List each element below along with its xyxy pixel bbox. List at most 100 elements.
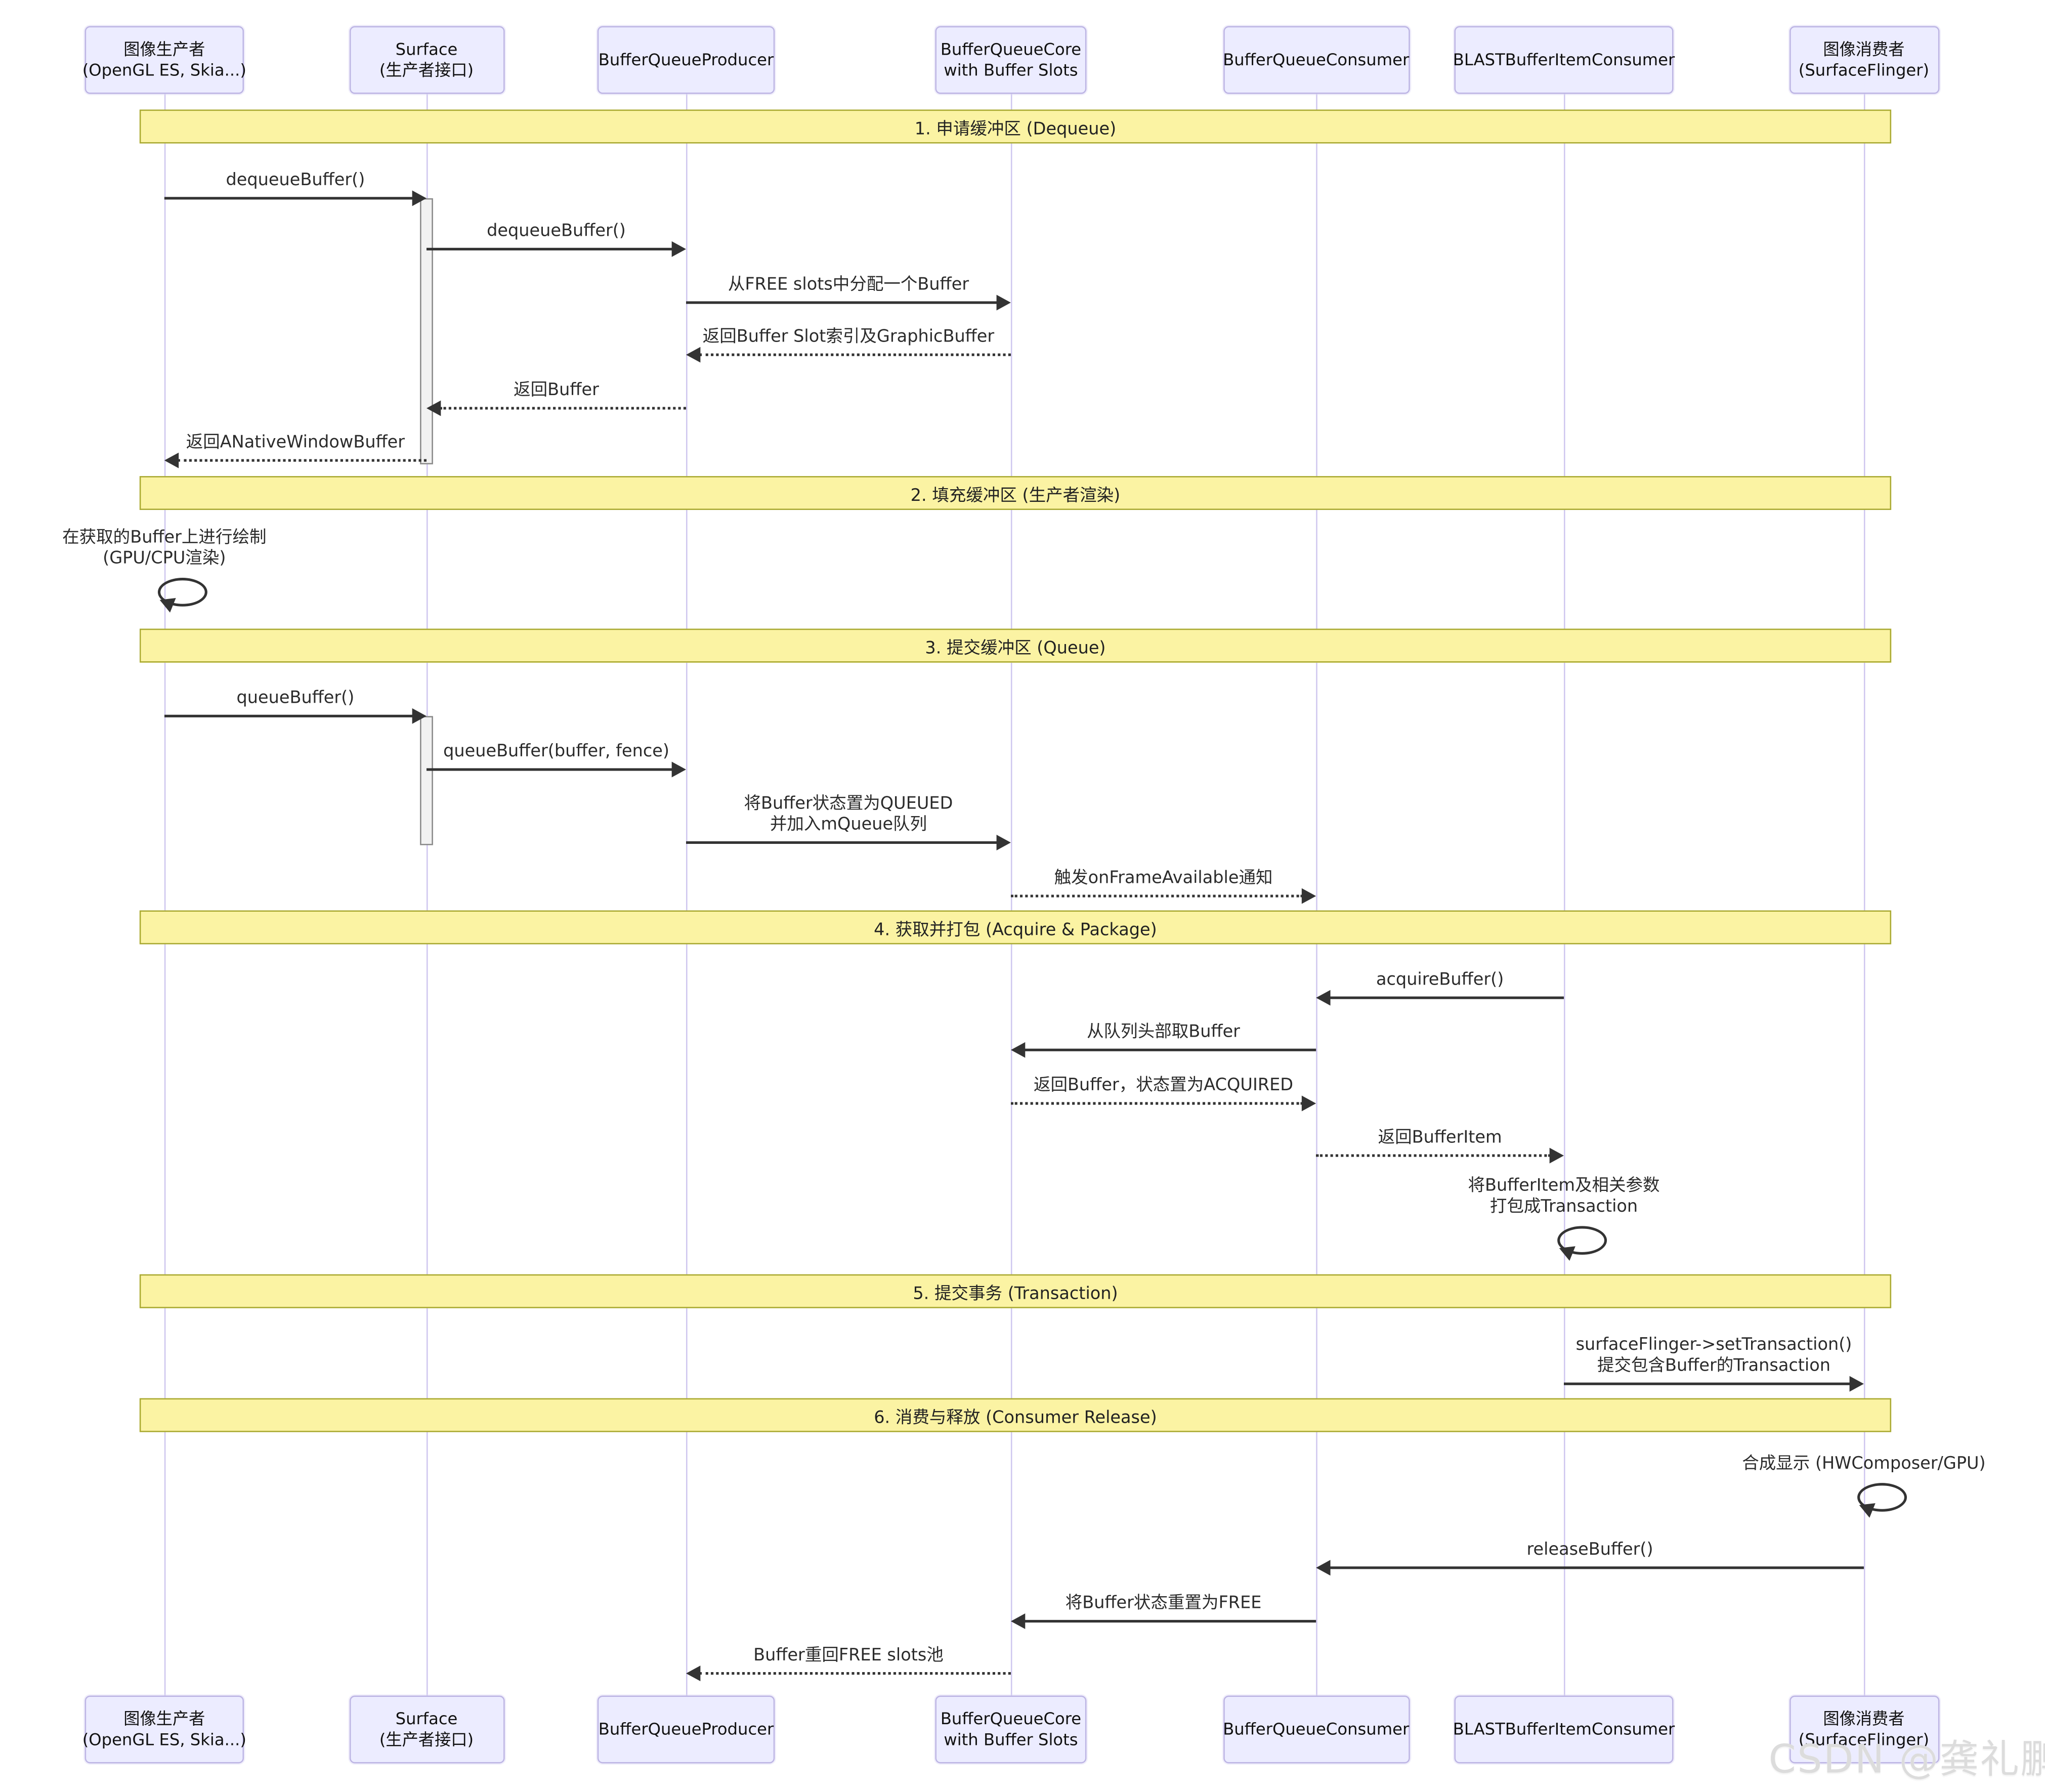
actor-label-line: BufferQueueConsumer xyxy=(1223,49,1410,69)
actor-top-buffer-queue-consumer: BufferQueueConsumer xyxy=(1222,26,1410,94)
actor-label-line: (SurfaceFlinger) xyxy=(1798,1729,1930,1750)
message-19-arrowhead xyxy=(1316,1560,1331,1576)
lifeline-image-producer xyxy=(163,94,165,1696)
section-band-1: 1. 申请缓冲区 (Dequeue) xyxy=(139,109,1892,144)
message-18-label: 合成显示 (HWComposer/GPU) xyxy=(1603,1454,2045,1475)
message-text-line: releaseBuffer() xyxy=(1526,1540,1653,1560)
actor-label-line: Surface xyxy=(395,39,458,59)
actor-label-line: (SurfaceFlinger) xyxy=(1798,60,1930,80)
csdn-watermark: CSDN @龚礼鹏 xyxy=(1768,1737,2045,1783)
message-17-line xyxy=(1564,1382,1851,1385)
message-16-self-loop xyxy=(1557,1226,1607,1255)
actor-bottom-image-producer: 图像生产者(OpenGL ES, Skia...) xyxy=(82,1695,246,1764)
section-band-3: 3. 提交缓冲区 (Queue) xyxy=(139,628,1892,663)
message-2-line xyxy=(427,247,673,250)
actor-bottom-buffer-queue-consumer: BufferQueueConsumer xyxy=(1222,1695,1410,1764)
message-12-label: acquireBuffer() xyxy=(1179,970,1701,991)
message-text-line: 提交包含Buffer的Transaction xyxy=(1597,1356,1830,1376)
lifeline-buffer-queue-producer xyxy=(685,94,687,1696)
message-11-line xyxy=(1010,894,1303,898)
message-21-line xyxy=(699,1672,1011,1675)
message-1-label: dequeueBuffer() xyxy=(34,171,556,192)
lifeline-buffer-queue-core xyxy=(1010,94,1012,1696)
message-6-label: 返回ANativeWindowBuffer xyxy=(34,433,556,454)
section-band-2: 2. 填充缓冲区 (生产者渲染) xyxy=(139,476,1892,510)
actor-label-line: BufferQueueCore xyxy=(940,39,1082,59)
message-9-label: queueBuffer(buffer, fence) xyxy=(295,742,817,763)
message-13-line xyxy=(1024,1048,1316,1051)
actor-label-line: (OpenGL ES, Skia...) xyxy=(82,60,246,80)
message-15-line xyxy=(1316,1154,1551,1157)
message-17-label: surfaceFlinger->setTransaction()提交包含Buff… xyxy=(1453,1336,1975,1377)
message-text-line: queueBuffer(buffer, fence) xyxy=(443,742,669,762)
actor-label-line: BufferQueueProducer xyxy=(598,1719,774,1739)
message-20-arrowhead xyxy=(1010,1613,1026,1629)
message-text-line: 返回ANativeWindowBuffer xyxy=(186,433,405,453)
message-text-line: dequeueBuffer() xyxy=(487,222,626,241)
message-text-line: acquireBuffer() xyxy=(1376,970,1504,990)
actor-bottom-image-consumer: 图像消费者(SurfaceFlinger) xyxy=(1788,1695,1939,1764)
activation-bar-0 xyxy=(420,198,433,464)
message-4-label: 返回Buffer Slot索引及GraphicBuffer xyxy=(587,327,1109,348)
actor-label-line: Surface xyxy=(395,1709,458,1728)
message-10-line xyxy=(686,841,998,844)
actor-bottom-surface: Surface(生产者接口) xyxy=(349,1695,504,1764)
actor-label-line: BufferQueueProducer xyxy=(598,49,774,69)
message-9-line xyxy=(427,768,673,771)
message-3-arrowhead xyxy=(996,294,1011,311)
lifeline-surface xyxy=(425,94,428,1696)
message-3-line xyxy=(686,301,998,304)
message-10-arrowhead xyxy=(996,834,1011,850)
message-17-arrowhead xyxy=(1849,1376,1864,1392)
message-text-line: 返回Buffer xyxy=(514,380,599,401)
section-band-4: 4. 获取并打包 (Acquire & Package) xyxy=(139,910,1892,945)
message-8-arrowhead xyxy=(412,708,427,724)
message-16-label: 将BufferItem及相关参数打包成Transaction xyxy=(1303,1176,1824,1218)
message-1-line xyxy=(164,197,414,200)
message-21-arrowhead xyxy=(686,1666,701,1682)
message-text-line: 从FREE slots中分配一个Buffer xyxy=(728,275,969,295)
actor-label-line: 图像生产者 xyxy=(123,1709,205,1728)
message-text-line: 返回Buffer，状态置为ACQUIRED xyxy=(1033,1076,1294,1096)
actor-label-line: BLASTBufferItemConsumer xyxy=(1453,1719,1675,1739)
message-15-label: 返回BufferItem xyxy=(1179,1128,1701,1149)
message-18-self-loop xyxy=(1857,1483,1907,1512)
lifeline-image-consumer xyxy=(1863,94,1865,1696)
actor-top-blast-buffer-item-consumer: BLASTBufferItemConsumer xyxy=(1453,26,1675,94)
actor-top-image-consumer: 图像消费者(SurfaceFlinger) xyxy=(1788,26,1939,94)
message-11-arrowhead xyxy=(1301,888,1316,904)
message-12-arrowhead xyxy=(1316,990,1331,1006)
actor-top-image-producer: 图像生产者(OpenGL ES, Skia...) xyxy=(82,26,246,94)
message-20-line xyxy=(1024,1619,1316,1623)
section-band-label: 1. 申请缓冲区 (Dequeue) xyxy=(914,119,1117,139)
actor-bottom-blast-buffer-item-consumer: BLASTBufferItemConsumer xyxy=(1453,1695,1675,1764)
message-text-line: 返回BufferItem xyxy=(1378,1128,1502,1148)
actor-label-line: BufferQueueConsumer xyxy=(1223,1719,1410,1739)
message-6-arrowhead xyxy=(164,452,179,468)
actor-label-line: 图像生产者 xyxy=(123,39,205,59)
section-band-label: 4. 获取并打包 (Acquire & Package) xyxy=(874,920,1157,940)
message-text-line: 合成显示 (HWComposer/GPU) xyxy=(1742,1454,1986,1474)
message-11-label: 触发onFrameAvailable通知 xyxy=(903,869,1424,889)
message-8-label: queueBuffer() xyxy=(34,689,556,709)
actor-label-line: 图像消费者 xyxy=(1823,39,1905,59)
message-text-line: 在获取的Buffer上进行绘制 xyxy=(62,528,267,548)
section-band-label: 3. 提交缓冲区 (Queue) xyxy=(925,638,1106,658)
actor-label-line: (OpenGL ES, Skia...) xyxy=(82,1729,246,1750)
actor-label-line: with Buffer Slots xyxy=(944,1729,1078,1750)
message-text-line: 从队列头部取Buffer xyxy=(1087,1022,1240,1042)
message-15-arrowhead xyxy=(1549,1147,1564,1164)
activation-bar-1 xyxy=(420,716,433,845)
message-text-line: (GPU/CPU渲染) xyxy=(103,549,226,569)
message-4-arrowhead xyxy=(686,347,701,363)
message-3-label: 从FREE slots中分配一个Buffer xyxy=(587,275,1109,296)
message-21-label: Buffer重回FREE slots池 xyxy=(587,1646,1109,1667)
message-12-line xyxy=(1329,996,1564,999)
message-14-line xyxy=(1010,1102,1303,1105)
message-13-arrowhead xyxy=(1010,1042,1026,1058)
message-text-line: 并加入mQueue队列 xyxy=(770,815,927,835)
